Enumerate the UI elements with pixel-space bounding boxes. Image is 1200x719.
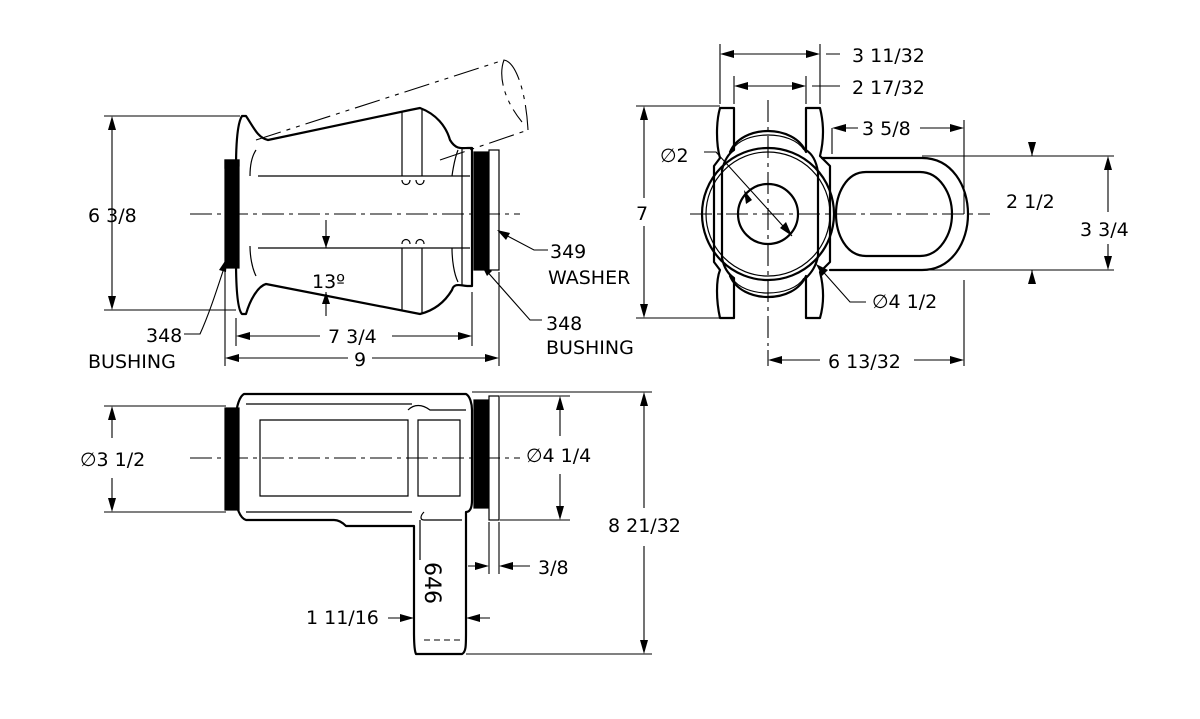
washer-text-label: WASHER [548,267,630,289]
bore-dia-label: ∅2 [660,145,689,167]
flange-dia-label: ∅4 1/4 [526,445,591,467]
top-right-bushing [473,399,489,509]
outer-dia-label: ∅4 1/2 [872,291,937,313]
angle-label: 13º [312,271,345,293]
right-bushing [473,151,489,271]
slot-length-label: 3 5/8 [862,118,911,140]
part-number-label: 646 [419,562,444,604]
bushing-dia-label: ∅3 1/2 [80,449,145,471]
washer [488,149,500,271]
right-bushing-number-label: 348 [546,313,582,335]
overall-length-label: 9 [354,349,366,371]
end-view [636,44,1114,366]
right-bushing-text-label: BUSHING [546,337,634,359]
inner-length-label: 7 3/4 [328,326,377,348]
end-width-outer-label: 3 11/32 [852,45,925,67]
left-bushing-text-label: BUSHING [88,351,176,373]
side-view [104,59,548,366]
slot-lug [820,156,970,272]
end-height-label: 7 [636,203,648,225]
right-flange [804,106,832,320]
left-bushing-number-label: 348 [146,325,182,347]
end-overall-width-label: 6 13/32 [828,351,901,373]
arm-width-label: 1 11/16 [306,607,379,629]
washer-thickness-label: 3/8 [538,557,569,579]
side-body-outline [234,106,474,316]
overall-height-label: 8 21/32 [608,515,681,537]
washer-number-label: 349 [550,241,586,263]
left-flange [712,106,736,320]
top-left-bushing [224,407,240,511]
lug-height-label: 3 3/4 [1080,219,1129,241]
slot-width-label: 2 1/2 [1006,191,1055,213]
side-height-label: 6 3/8 [88,205,137,227]
top-view [104,391,652,656]
end-width-inner-label: 2 17/32 [852,77,925,99]
